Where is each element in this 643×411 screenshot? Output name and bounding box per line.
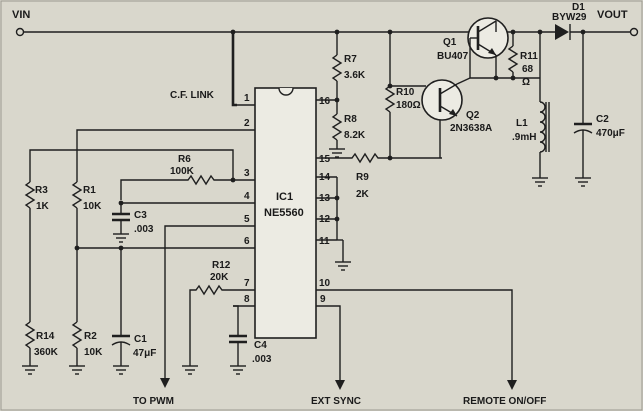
c2-capacitor <box>573 32 593 187</box>
pin-number: 3 <box>244 168 250 179</box>
r10-ref: R10 <box>396 87 415 98</box>
r14-ref: R14 <box>36 331 55 342</box>
c4-value: .003 <box>252 354 272 365</box>
c1-ref: C1 <box>134 334 147 345</box>
to-pwm-net <box>160 225 233 388</box>
pin-number: 7 <box>244 278 250 289</box>
r11-unit: Ω <box>522 77 530 88</box>
r3-r14-net <box>22 149 236 375</box>
c3-value: .003 <box>134 224 154 235</box>
ic1-part: NE5560 <box>264 207 304 219</box>
pin-number: 15 <box>319 154 331 165</box>
r10-resistor <box>384 32 426 158</box>
pin-number: 1 <box>244 93 250 104</box>
cf-link-wire <box>231 32 237 107</box>
c3-capacitor <box>112 200 233 243</box>
r6-ref: R6 <box>178 154 191 165</box>
ic1-right-pins <box>316 99 340 307</box>
q1-transistor <box>467 17 509 78</box>
pin-11-14-bus <box>334 177 351 271</box>
r9-ref: R9 <box>356 172 369 183</box>
ic1-left-pins <box>233 104 255 307</box>
l1-value: .9mH <box>512 132 536 143</box>
q1-ref: Q1 <box>443 37 457 48</box>
pin2-r1-net <box>71 129 233 322</box>
remote-label: REMOTE ON/OFF <box>463 396 546 407</box>
pin-number: 16 <box>319 96 331 107</box>
r6-value: 100K <box>170 166 195 177</box>
vin-label: VIN <box>12 9 30 21</box>
c4-capacitor <box>229 305 247 375</box>
cf-link-label: C.F. LINK <box>170 90 215 101</box>
pin-number: 6 <box>244 236 250 247</box>
l1-ref: L1 <box>516 118 528 129</box>
l1-inductor <box>532 32 550 187</box>
c4-ref: C4 <box>254 340 267 351</box>
r9-value: 2K <box>356 189 370 200</box>
ext-sync-net <box>335 305 345 390</box>
c1-capacitor <box>111 245 131 375</box>
q2-transistor <box>421 77 471 158</box>
pin-number: 5 <box>244 214 250 225</box>
remote-net <box>340 289 517 390</box>
r1-ref: R1 <box>83 185 96 196</box>
diode-d1-symbol <box>555 24 571 40</box>
pin-number: 11 <box>319 236 330 247</box>
c2-value: 470μF <box>596 128 625 139</box>
r12-ref: R12 <box>212 260 231 271</box>
c3-ref: C3 <box>134 210 147 221</box>
r7-value: 3.6K <box>344 70 366 81</box>
r2-value: 10K <box>84 347 103 358</box>
vout-terminal <box>629 27 639 37</box>
r8-value: 8.2K <box>344 130 366 141</box>
r11-resistor <box>470 32 540 81</box>
vout-label: VOUT <box>597 9 628 21</box>
pin-number: 10 <box>319 278 331 289</box>
to-pwm-label: TO PWM <box>133 396 174 407</box>
d1-part: BYW29 <box>552 12 587 23</box>
ic1-body <box>254 87 317 339</box>
pin-number: 9 <box>320 294 326 305</box>
pin-number: 8 <box>244 294 250 305</box>
r2-resistor <box>69 321 85 375</box>
ic1-ref: IC1 <box>276 191 293 203</box>
r14-value: 360K <box>34 347 59 358</box>
r3-ref: R3 <box>35 185 48 196</box>
pin-number: 14 <box>319 172 331 183</box>
r7-ref: R7 <box>344 54 357 65</box>
q2-ref: Q2 <box>466 110 480 121</box>
r11-value: 68 <box>522 64 534 75</box>
r7-resistor <box>331 32 343 103</box>
r2-ref: R2 <box>84 331 97 342</box>
r8-resistor <box>329 100 345 158</box>
r1-value: 10K <box>83 201 102 212</box>
r12-value: 20K <box>210 272 229 283</box>
r10-value: 180Ω <box>396 100 421 111</box>
r3-value: 1K <box>36 201 50 212</box>
ext-sync-label: EXT SYNC <box>311 396 361 407</box>
c2-ref: C2 <box>596 114 609 125</box>
r11-ref: R11 <box>520 51 538 62</box>
r8-ref: R8 <box>344 114 357 125</box>
r6-resistor <box>120 174 233 200</box>
pin-number: 2 <box>244 118 250 129</box>
pin-number: 12 <box>319 214 331 225</box>
pin-number: 13 <box>319 193 331 204</box>
c1-value: 47μF <box>133 348 156 359</box>
pin-number: 4 <box>244 191 250 202</box>
q2-part: 2N3638A <box>450 123 492 134</box>
d1-ref: D1 <box>572 2 585 13</box>
q1-part: BU407 <box>437 51 469 62</box>
r12-resistor <box>182 284 233 375</box>
